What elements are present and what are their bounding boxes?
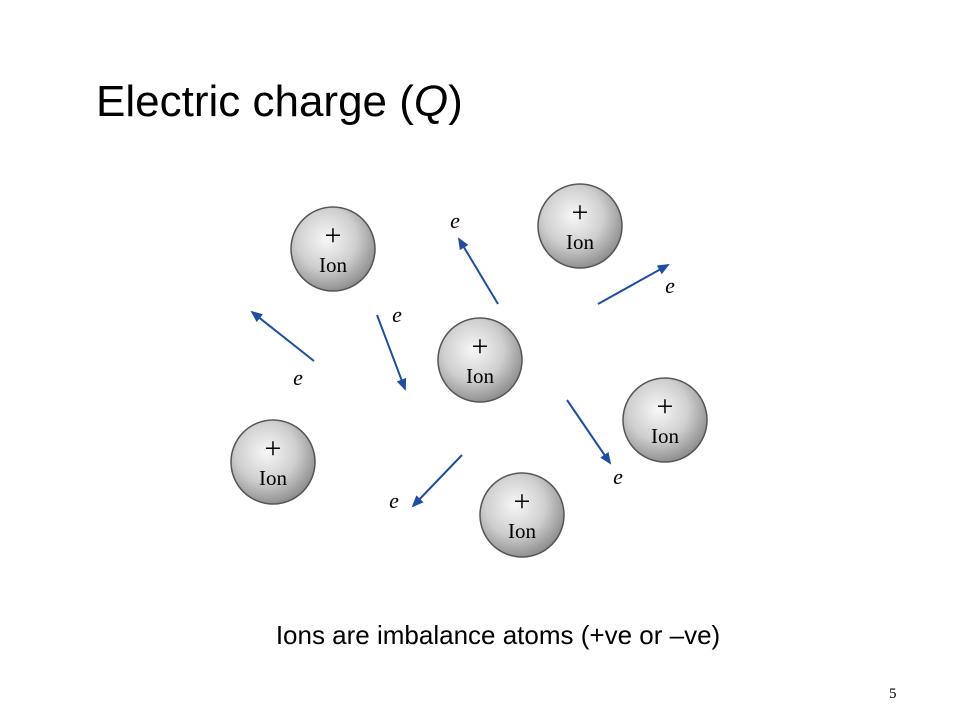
- ion-plus-sign: +: [657, 390, 674, 423]
- ion-plus-sign: +: [514, 485, 531, 518]
- page-number: 5: [889, 686, 897, 702]
- slide-caption: Ions are imbalance atoms (+ve or –ve): [275, 620, 721, 650]
- title-symbol: Q: [413, 77, 449, 126]
- ion-sphere: [437, 317, 523, 403]
- electron-arrow: [597, 264, 670, 305]
- electron-arrow: [457, 237, 499, 305]
- electron-label: e: [665, 273, 675, 298]
- ion-sphere: [290, 206, 376, 292]
- ion-plus-sign: +: [325, 219, 342, 252]
- ion: +Ion: [230, 419, 316, 505]
- electron-label: e: [613, 464, 623, 489]
- ion-label: Ion: [466, 364, 494, 388]
- electron: e: [389, 454, 463, 513]
- ion-label: Ion: [319, 253, 347, 277]
- slide-title: Electric charge (Q): [96, 76, 463, 129]
- ion-label: Ion: [651, 424, 679, 448]
- electron-arrow: [411, 454, 463, 508]
- electron: e: [450, 208, 499, 305]
- title-text: Electric charge (: [96, 77, 414, 126]
- title-close: ): [448, 77, 463, 126]
- ion: +Ion: [437, 317, 523, 403]
- ion-label: Ion: [259, 466, 287, 490]
- ion-sphere: [622, 377, 708, 463]
- electron-label: e: [392, 302, 402, 327]
- electron: e: [597, 264, 675, 305]
- ion-sphere: [230, 419, 316, 505]
- electron-arrow: [566, 399, 612, 465]
- ion-label: Ion: [566, 230, 594, 254]
- ion: +Ion: [537, 183, 623, 269]
- electron-label: e: [389, 488, 399, 513]
- ion-sphere: [479, 472, 565, 558]
- electron: e: [250, 310, 315, 390]
- ion-label: Ion: [508, 519, 536, 543]
- ions-layer: +Ion+Ion+Ion+Ion+Ion+Ion: [230, 183, 708, 558]
- ion-plus-sign: +: [265, 432, 282, 465]
- electron-arrow: [250, 310, 315, 362]
- electrons-layer: e e e e e e: [250, 208, 675, 513]
- electron: e: [376, 302, 407, 391]
- electron-arrow: [376, 314, 407, 391]
- electron-label: e: [293, 365, 303, 390]
- ion-plus-sign: +: [472, 330, 489, 363]
- electron: e: [566, 399, 623, 489]
- electron-label: e: [450, 208, 460, 233]
- ion-plus-sign: +: [572, 196, 589, 229]
- ion-sphere: [537, 183, 623, 269]
- ion: +Ion: [622, 377, 708, 463]
- ion: +Ion: [290, 206, 376, 292]
- ion: +Ion: [479, 472, 565, 558]
